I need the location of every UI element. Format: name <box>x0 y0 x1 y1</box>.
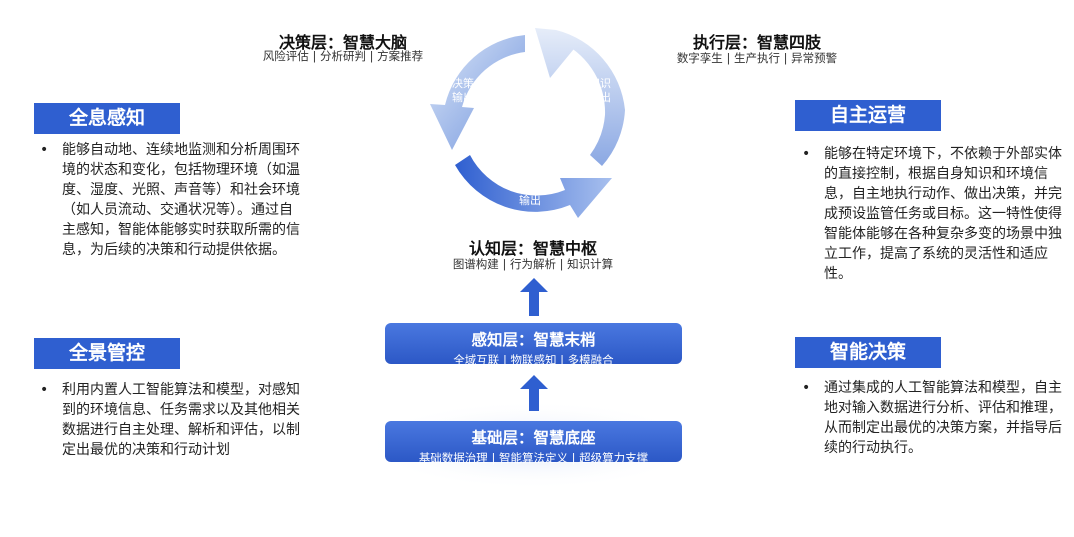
decision-layer-sub: 风险评估 | 分析研判 | 方案推荐 <box>262 49 424 63</box>
knowledge-output-line1: 知识 <box>589 77 611 90</box>
autonomous-operation-tag: 自主运营 <box>795 100 941 131</box>
panoramic-control-text: • 利用内置人工智能算法和模型，对感知到的环境信息、任务需求以及其他相关数据进行… <box>40 380 302 460</box>
knowledge-output-arrow <box>535 28 625 166</box>
autonomous-operation-text: • 能够在特定环境下，不依赖于外部实体的直接控制，根据自身知识和环境信息，自主地… <box>802 144 1066 284</box>
execution-layer-sub: 数字孪生 | 生产执行 | 异常预警 <box>676 51 838 65</box>
holistic-perception-desc: 能够自动地、连续地监测和分析周围环境的状态和变化，包括物理环境（如温度、湿度、光… <box>62 142 300 258</box>
panoramic-control-tag: 全景管控 <box>34 338 180 369</box>
holistic-perception-text: • 能够自动地、连续地监测和分析周围环境的状态和变化，包括物理环境（如温度、湿度… <box>40 140 306 260</box>
panoramic-control-desc: 利用内置人工智能算法和模型，对感知到的环境信息、任务需求以及其他相关数据进行自主… <box>62 382 300 458</box>
decision-layer-title: 决策层：智慧大脑 <box>278 33 407 52</box>
intelligent-decision-desc: 通过集成的人工智能算法和模型，自主地对输入数据进行分析、评估和推理，从而制定出最… <box>824 380 1062 456</box>
knowledge-output-line2: 输出 <box>589 91 611 104</box>
cognition-layer-title: 认知层：智慧中枢 <box>468 239 597 258</box>
autonomous-operation-desc: 能够在特定环境下，不依赖于外部实体的直接控制，根据自身知识和环境信息，自主地执行… <box>824 146 1062 282</box>
decision-output-arrow <box>430 35 525 150</box>
bullet-icon: • <box>40 142 49 158</box>
foundation-layer-title: 基础层：智慧底座 <box>471 429 596 447</box>
up-arrow-icon <box>520 375 548 411</box>
perception-layer-box: 感知层：智慧末梢 全域互联 | 物联感知 | 多模融合 <box>385 323 682 367</box>
bullet-icon: • <box>802 146 811 162</box>
feedback-output-label: 反馈 输出 <box>519 180 541 208</box>
feedback-output-line2: 输出 <box>519 194 541 207</box>
holistic-perception-tag: 全息感知 <box>34 103 180 134</box>
intelligent-decision-tag: 智能决策 <box>795 337 941 368</box>
foundation-layer-sub: 基础数据治理 | 智能算法定义 | 超级算力支撑 <box>418 451 649 465</box>
intelligent-decision-text: • 通过集成的人工智能算法和模型，自主地对输入数据进行分析、评估和推理，从而制定… <box>802 378 1064 458</box>
feedback-output-arrow <box>455 155 612 218</box>
decision-output-line1: 决策 <box>452 77 474 90</box>
perception-layer-sub: 全域互联 | 物联感知 | 多模融合 <box>453 353 614 367</box>
up-arrow-icon <box>520 278 548 316</box>
perception-layer-title: 感知层：智慧末梢 <box>471 331 596 349</box>
bullet-icon: • <box>40 382 49 398</box>
execution-layer-title: 执行层：智慧四肢 <box>692 33 821 52</box>
feedback-output-line1: 反馈 <box>519 180 541 193</box>
cognition-layer-sub: 图谱构建 | 行为解析 | 知识计算 <box>452 257 614 271</box>
foundation-layer-box: 基础层：智慧底座 基础数据治理 | 智能算法定义 | 超级算力支撑 <box>385 421 682 465</box>
decision-output-label: 决策 输出 <box>452 77 474 105</box>
decision-output-line2: 输出 <box>452 91 474 104</box>
bullet-icon: • <box>802 380 811 396</box>
knowledge-output-label: 知识 输出 <box>589 77 611 105</box>
